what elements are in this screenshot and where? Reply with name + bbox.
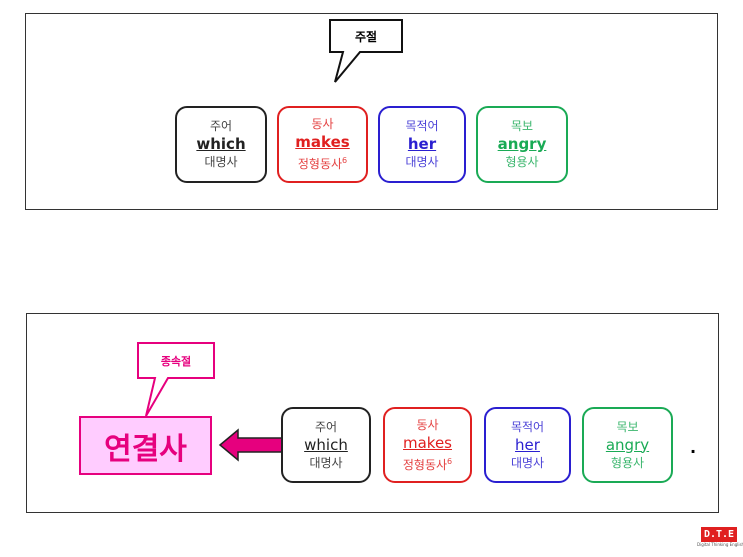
logo-tagline: Digital Thinking English: [697, 542, 743, 547]
role-label: 목적어: [405, 119, 439, 133]
pos-label: 형용사: [505, 154, 538, 171]
pos-label: 대명사: [204, 154, 237, 171]
footnote-marker: 6: [447, 456, 453, 466]
role-label: 동사: [416, 417, 439, 432]
word-label: her: [407, 135, 437, 153]
pos-text: 형용사: [505, 155, 539, 169]
pos-text: 대명사: [309, 455, 343, 470]
word-box-which: 주어 which 대명사: [175, 106, 267, 183]
word-box-her: 목적어 her 대명사: [378, 106, 466, 183]
main-clause-callout: [329, 19, 403, 83]
pos-text: 정형동사: [297, 157, 343, 171]
word-label: which: [196, 135, 246, 153]
connector-box: 연결사: [79, 416, 212, 475]
pos-text: 정형동사: [402, 457, 448, 472]
pos-text: 대명사: [204, 155, 238, 169]
role-label: 목적어: [510, 419, 545, 434]
word-label: makes: [403, 433, 452, 452]
pos-label: 형용사: [611, 455, 644, 472]
pos-label: 대명사: [405, 154, 438, 171]
word-label: angry: [605, 435, 650, 454]
logo-mark: D.T.E: [701, 527, 737, 542]
pos-label: 대명사: [309, 455, 342, 472]
subordinate-callout-label: 종속절: [160, 355, 192, 368]
pos-text: 대명사: [405, 155, 439, 169]
word-box-angry: 목보 angry 형용사: [582, 407, 673, 483]
word-box-her: 목적어 her 대명사: [484, 407, 571, 483]
main-clause-callout-label: 주절: [354, 30, 378, 44]
role-label: 주어: [209, 119, 233, 133]
word-box-makes: 동사 makes 정형동사6: [277, 106, 368, 183]
role-label: 목보: [510, 119, 534, 133]
word-label: angry: [497, 135, 547, 153]
pos-text: 대명사: [510, 455, 545, 470]
pos-label: 정형동사6: [403, 453, 452, 474]
connector-label: 연결사: [104, 431, 187, 467]
dte-logo: D.T.E Digital Thinking English: [697, 527, 743, 547]
subordinate-callout: [137, 342, 215, 417]
word-box-which: 주어 which 대명사: [281, 407, 371, 483]
role-label: 목보: [616, 419, 639, 434]
word-label: which: [304, 435, 348, 454]
word-label: her: [515, 435, 540, 454]
pos-text: 형용사: [610, 455, 645, 470]
word-box-angry: 목보 angry 형용사: [476, 106, 568, 183]
role-label: 주어: [314, 419, 338, 434]
word-label: makes: [295, 133, 350, 151]
left-arrow-icon: [218, 428, 291, 462]
sentence-period: .: [690, 438, 697, 457]
word-box-makes: 동사 makes 정형동사6: [383, 407, 472, 483]
pos-label: 정형동사6: [298, 152, 347, 173]
role-label: 동사: [311, 117, 334, 131]
footnote-marker: 6: [342, 156, 348, 165]
pos-label: 대명사: [511, 455, 544, 472]
